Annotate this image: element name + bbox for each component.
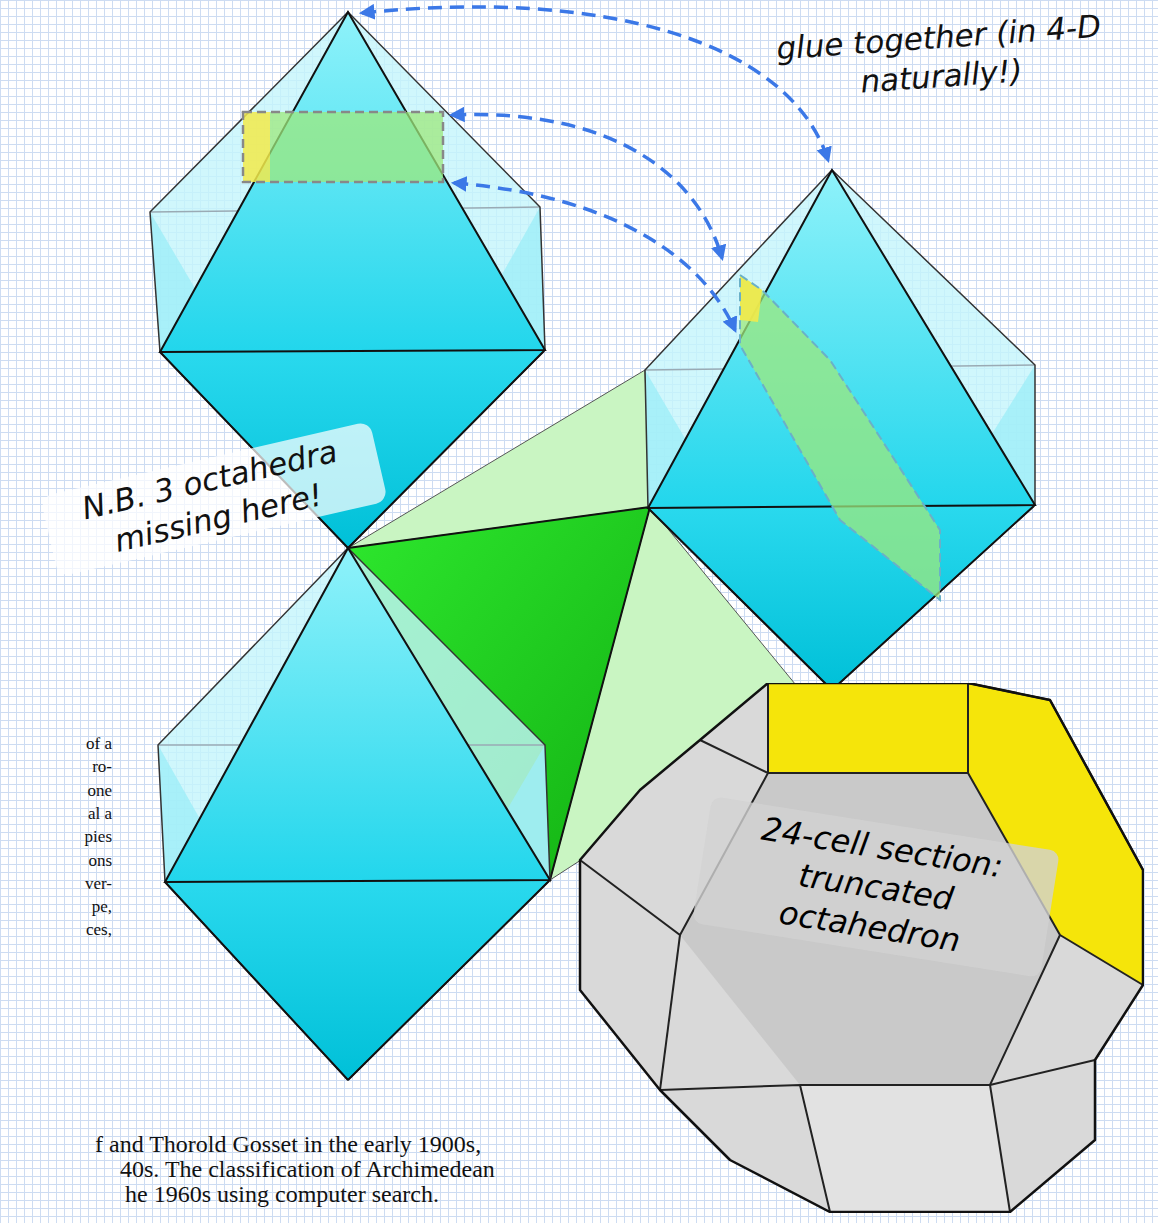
glue-arrow [362, 7, 828, 330]
handwritten-note: N.B. 3 octahedra missing here! [40, 421, 388, 576]
text-fragment: pies [30, 828, 112, 845]
handwritten-note: glue together (in 4-D naturally!) [758, 6, 1123, 108]
text-fragment: al a [30, 805, 112, 822]
text-fragment: one [30, 782, 112, 799]
text-fragment: ro- [30, 758, 112, 775]
body-text: f and Thorold Gosset in the early 1900s, [95, 1132, 481, 1156]
highlight-section [740, 275, 940, 600]
text-fragment: of a [30, 735, 112, 752]
octahedron [645, 170, 1035, 690]
text-fragment: ces, [30, 921, 112, 938]
text-fragment: pe, [30, 898, 112, 915]
octahedron [158, 548, 550, 1080]
highlight-section [243, 112, 443, 182]
truncated-octahedron: 24-cell section: truncated octahedron [578, 683, 1144, 1213]
body-text: 40s. The classification of Archimedean [120, 1157, 495, 1181]
text-fragment: ver- [30, 875, 112, 892]
body-text: he 1960s using computer search. [125, 1182, 439, 1206]
text-fragment: ons [30, 852, 112, 869]
